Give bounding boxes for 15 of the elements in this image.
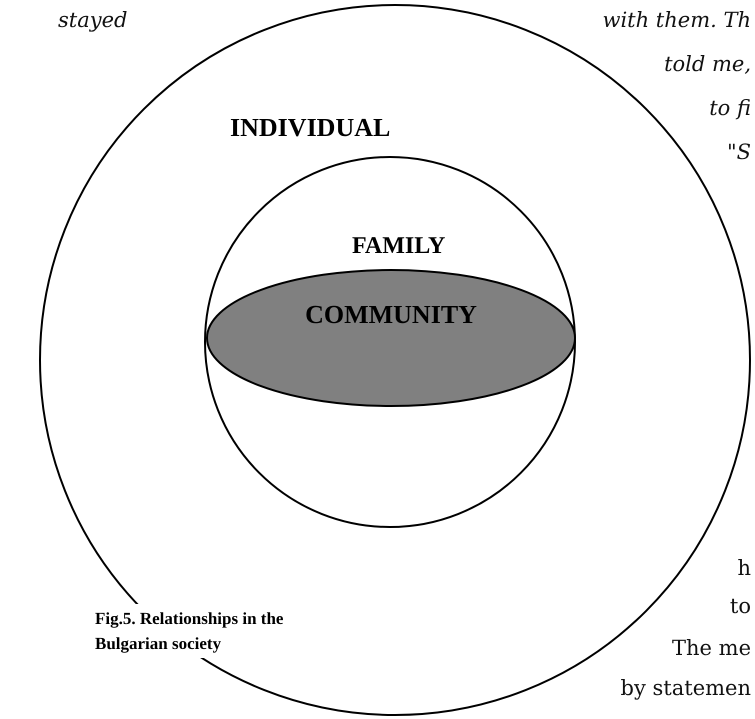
circle-label: FAMILY [352, 233, 446, 260]
body-text-fragment: "S [726, 140, 751, 164]
body-text-fragment: stayed [58, 8, 128, 32]
body-text-fragment: told me, [664, 52, 751, 76]
body-text-fragment: by statemen [620, 676, 751, 700]
body-text-fragment: h [737, 556, 751, 580]
circle-label: COMMUNITY [304, 300, 478, 330]
circle-label: INDIVIDUAL [230, 113, 390, 143]
inner-circle [205, 157, 575, 527]
outer-circle [40, 5, 750, 715]
body-text-fragment: to [730, 594, 751, 618]
body-text-fragment: The me [672, 636, 751, 660]
body-text-fragment: with them. Th [602, 8, 751, 32]
body-text-fragment: to fi [709, 96, 751, 120]
shaded-ellipse [207, 270, 575, 406]
